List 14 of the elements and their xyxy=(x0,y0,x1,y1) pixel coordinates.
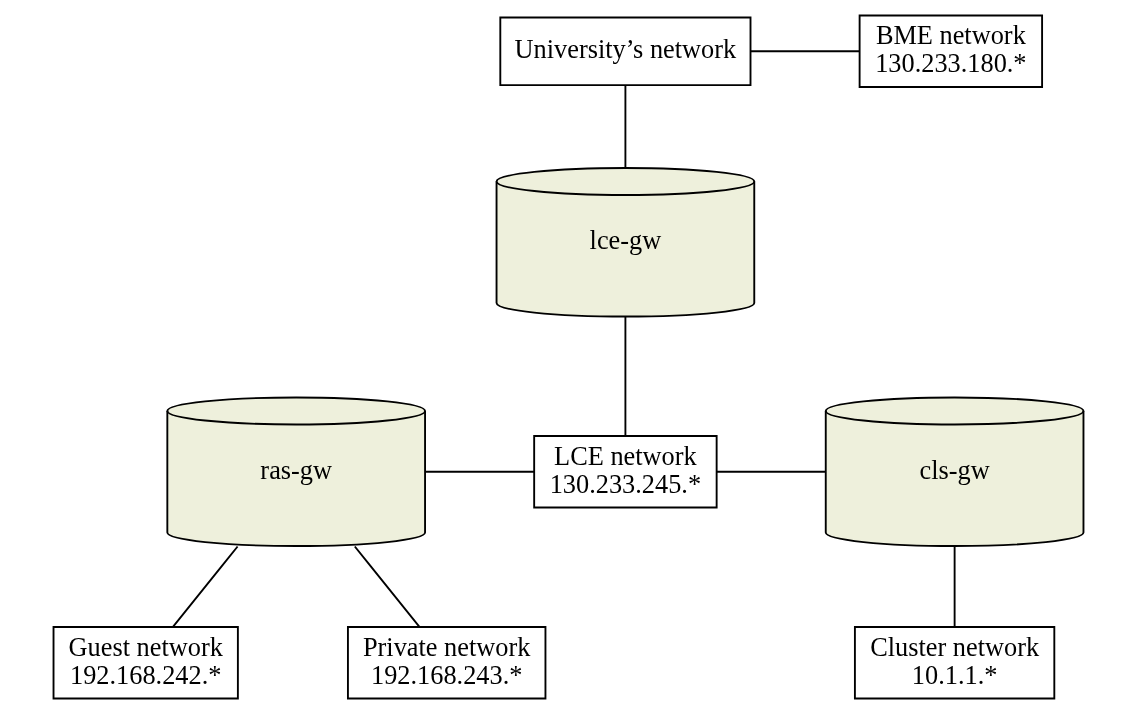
connector xyxy=(749,50,860,53)
connector xyxy=(715,470,826,473)
connector xyxy=(953,545,956,628)
connector xyxy=(623,84,626,169)
node-box: Guest network 192.168.242.* xyxy=(52,626,239,700)
node-box: Private network 192.168.243.* xyxy=(346,626,546,700)
connector xyxy=(171,545,238,628)
node-box: BME network 130.233.180.* xyxy=(858,14,1043,88)
node-box: Cluster network 10.1.1.* xyxy=(853,626,1055,700)
connector xyxy=(353,545,420,628)
node-box: LCE network 130.233.245.* xyxy=(532,435,718,509)
connector xyxy=(623,315,626,437)
node-box: University’s network xyxy=(498,16,751,87)
connector xyxy=(424,470,535,473)
